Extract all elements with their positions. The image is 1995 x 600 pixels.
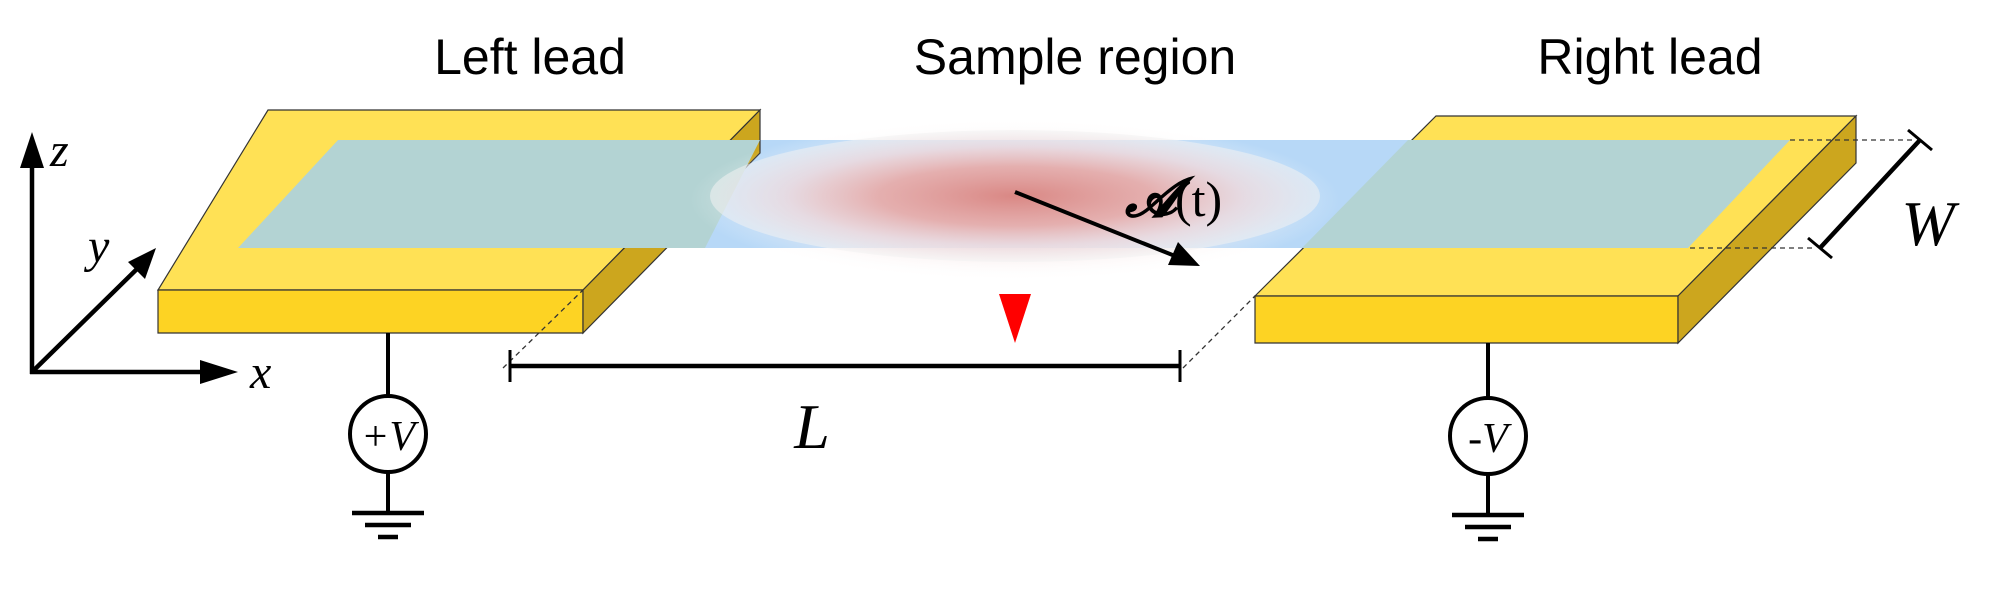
laser-arrow-head-icon xyxy=(999,294,1031,343)
ground-icon xyxy=(352,510,424,540)
left-lead-label: Left lead xyxy=(434,29,626,85)
vector-potential-arrow-head-icon xyxy=(1168,242,1200,266)
vector-potential-argument: (t) xyxy=(1175,171,1222,227)
length-guide-right xyxy=(1182,295,1256,369)
sample-region-label: Sample region xyxy=(914,29,1236,85)
right-lead-channel-overlap xyxy=(1302,140,1790,248)
ground-icon xyxy=(1452,512,1524,542)
right-voltage-label: -V xyxy=(1468,416,1512,462)
y-axis-label: y xyxy=(83,220,110,273)
width-tick-top xyxy=(1907,128,1933,152)
left-voltage-label: +V xyxy=(361,414,419,460)
length-label: L xyxy=(793,391,830,462)
voltage-source-icon xyxy=(1448,396,1528,476)
y-axis-arrow-icon xyxy=(128,248,156,279)
vector-potential-arrow xyxy=(1014,190,1176,258)
coordinate-axes: z y x xyxy=(20,124,271,399)
length-guide-left xyxy=(502,289,584,369)
left-lead-channel-overlap xyxy=(238,140,760,248)
width-dimension-line xyxy=(1818,138,1922,250)
x-axis-label: x xyxy=(249,346,271,399)
y-axis xyxy=(30,264,142,374)
right-lead-label: Right lead xyxy=(1537,29,1762,85)
width-tick-bottom xyxy=(1807,236,1833,260)
right-lead-side xyxy=(1677,114,1857,345)
left-voltage-circuit: +V xyxy=(348,333,428,540)
right-voltage-circuit: -V xyxy=(1448,343,1528,542)
width-label: W xyxy=(1901,188,1960,259)
z-axis-arrow-icon xyxy=(20,132,44,168)
right-lead-front xyxy=(1254,295,1679,344)
x-axis-arrow-icon xyxy=(200,360,238,384)
z-axis-label: z xyxy=(49,124,69,177)
voltage-source-icon xyxy=(348,394,428,474)
left-lead xyxy=(156,108,762,335)
left-lead-front xyxy=(157,289,584,334)
right-lead xyxy=(1253,114,1858,345)
